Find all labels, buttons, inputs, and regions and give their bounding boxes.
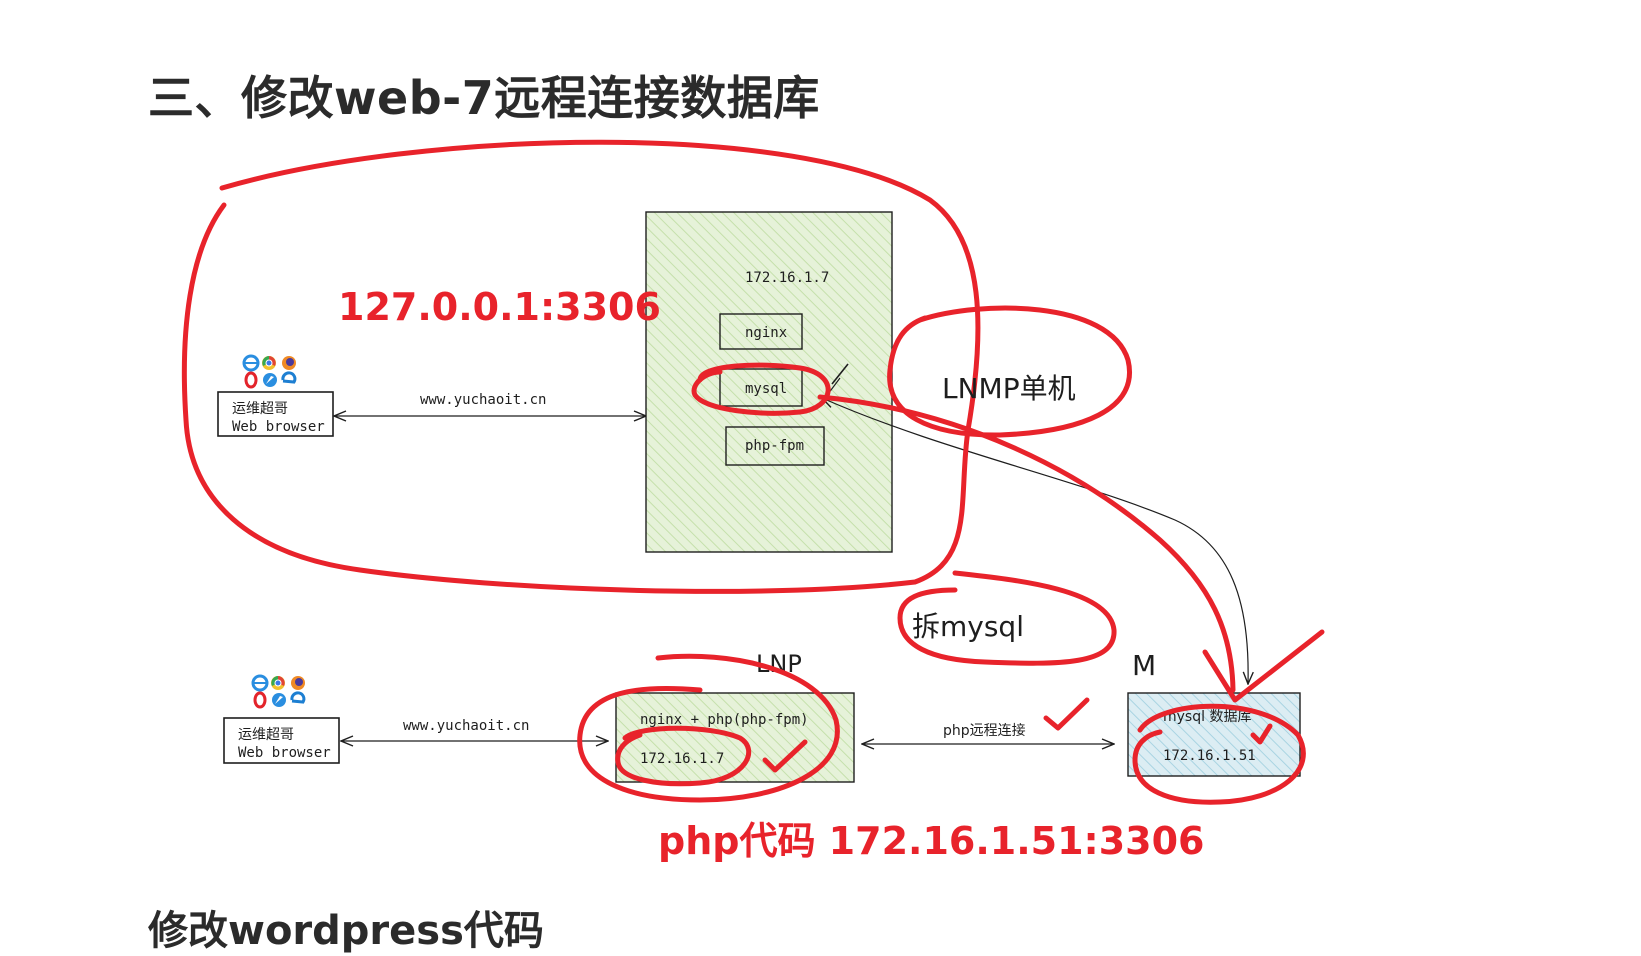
top-client-type: Web browser — [232, 419, 325, 435]
m-label: M — [1132, 649, 1156, 682]
opera-icon — [244, 371, 258, 389]
db-services-label: mysql 数据库 — [1163, 709, 1251, 725]
web-ip-circle — [615, 725, 752, 787]
service-nginx: nginx — [745, 325, 787, 341]
db-arrowhead — [1202, 629, 1325, 703]
split-circle — [897, 570, 1117, 666]
db-circle — [1132, 703, 1306, 805]
section-title: 三、修改web-7远程连接数据库 — [148, 71, 820, 125]
firefox-icon — [282, 356, 296, 370]
mysql-circle — [691, 362, 831, 416]
php-remote-link: php远程连接 — [862, 722, 1114, 744]
web-services-label: nginx + php(php-fpm) — [640, 712, 809, 728]
remote-connection-annotation: php代码 172.16.1.51:3306 — [658, 819, 1204, 863]
top-browser-icons — [242, 354, 297, 389]
safari-icon — [263, 373, 277, 387]
lnmp-annotation: LNMP单机 — [942, 372, 1076, 405]
safari-icon — [272, 693, 286, 707]
edge-icon — [290, 691, 306, 704]
bottom-browser-icons — [251, 674, 306, 709]
ie-icon — [242, 354, 260, 372]
mysql-remote-link — [822, 398, 1248, 684]
db-server-ip: 172.16.1.51 — [1163, 748, 1256, 764]
db-check-mark — [1250, 723, 1273, 745]
link-check-mark — [1043, 697, 1090, 731]
top-host-circle — [181, 139, 981, 594]
top-server-box: 172.16.1.7 nginx mysql php-fpm — [645, 211, 893, 553]
service-mysql: mysql — [745, 381, 787, 397]
firefox-icon — [291, 676, 305, 690]
subsection-title: 修改wordpress代码 — [148, 908, 544, 954]
bottom-client-box: 运维超哥 Web browser — [223, 717, 340, 764]
opera-icon — [253, 691, 267, 709]
top-client-name: 运维超哥 — [232, 401, 288, 417]
local-connection-annotation: 127.0.0.1:3306 — [338, 285, 661, 329]
bottom-client-name: 运维超哥 — [238, 727, 294, 743]
lnmp-circle — [887, 305, 1132, 438]
ie-icon — [251, 674, 269, 692]
top-http-link: www.yuchaoit.cn — [334, 392, 646, 416]
split-mysql-annotation: 拆mysql — [912, 610, 1024, 643]
edge-icon — [281, 371, 297, 384]
mysql-to-db-curve — [817, 394, 1236, 693]
php-remote-link-label: php远程连接 — [943, 722, 1026, 739]
web-check-mark — [762, 739, 808, 773]
chrome-icon — [262, 356, 276, 370]
bottom-client-type: Web browser — [238, 745, 331, 761]
lnp-circle — [577, 653, 840, 803]
top-server-ip: 172.16.1.7 — [745, 270, 829, 286]
bottom-http-link: www.yuchaoit.cn — [341, 718, 608, 741]
chrome-icon — [271, 676, 285, 690]
bottom-url-label: www.yuchaoit.cn — [403, 718, 529, 734]
web-server-ip: 172.16.1.7 — [640, 751, 724, 767]
top-client-box: 运维超哥 Web browser — [217, 391, 334, 437]
top-url-label: www.yuchaoit.cn — [420, 392, 546, 408]
service-php-fpm: php-fpm — [745, 438, 804, 454]
